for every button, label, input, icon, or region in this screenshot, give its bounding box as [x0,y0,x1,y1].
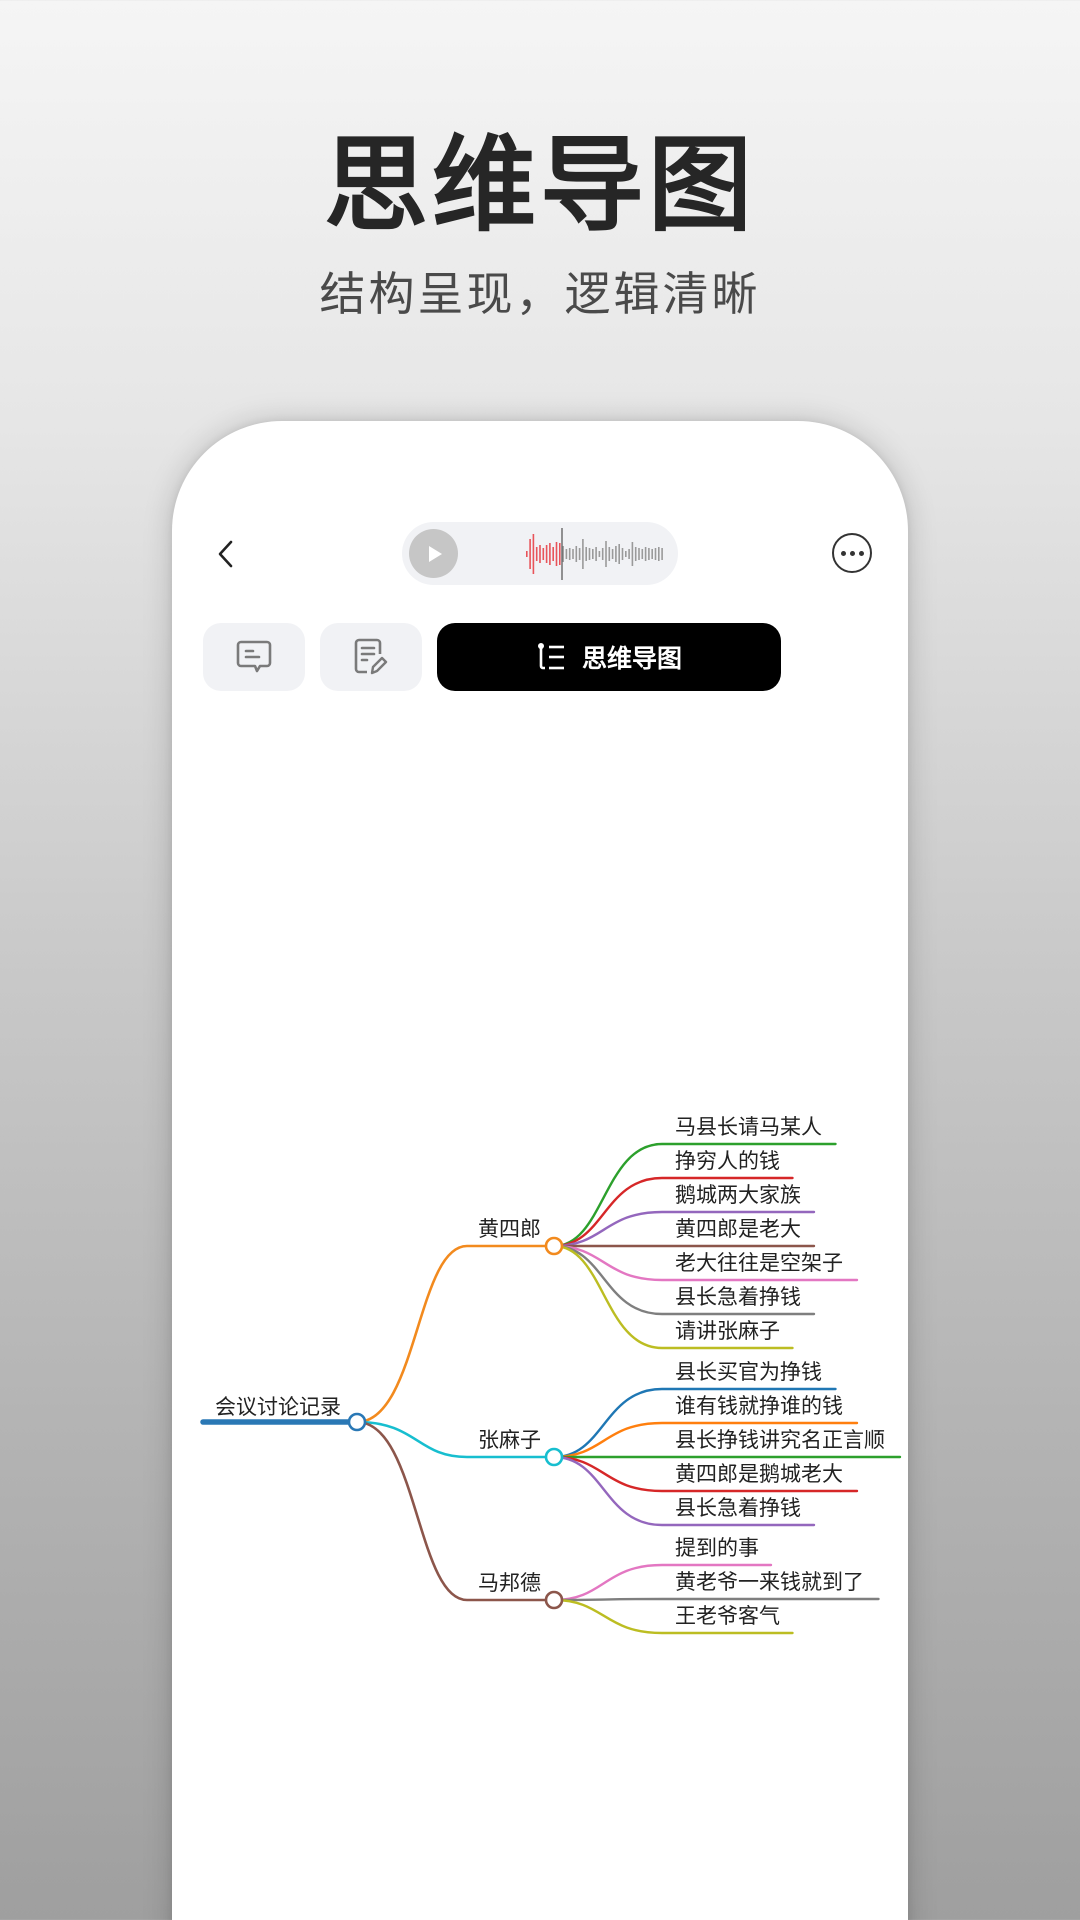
mindmap-leaf-node[interactable]: 请讲张麻子 [675,1319,780,1343]
mindmap-leaf-node[interactable]: 马县长请马某人 [675,1115,822,1139]
note-edit-icon [354,638,388,675]
more-dot [858,550,864,556]
mindmap-leaf-node[interactable]: 县长挣钱讲究名正言顺 [675,1428,885,1452]
mindmap-branch-node[interactable]: 张麻子 [478,1428,541,1452]
mindmap-node-toggle[interactable] [544,1447,564,1467]
mindmap-branch-node[interactable]: 马邦德 [478,1571,541,1595]
mindmap-leaf-node[interactable]: 县长急着挣钱 [675,1496,801,1520]
mindmap-leaf-node[interactable]: 王老爷客气 [675,1604,780,1628]
mindmap-leaf-node[interactable]: 挣穷人的钱 [675,1149,780,1173]
mindmap-list-icon [537,643,564,670]
mindmap-leaf-node[interactable]: 县长急着挣钱 [675,1285,801,1309]
mindmap-leaf-node[interactable]: 老大往往是空架子 [675,1251,843,1275]
more-dot [849,550,855,556]
mindmap-node-toggle[interactable] [544,1236,564,1256]
mindmap-leaf-node[interactable]: 鹅城两大家族 [675,1183,801,1207]
audio-waveform-scrubber[interactable] [520,528,665,580]
mindmap-leaf-node[interactable]: 谁有钱就挣谁的钱 [675,1394,843,1418]
play-icon [428,545,442,562]
hero-title: 思维导图 [323,123,756,246]
chevron-left-icon [218,540,233,568]
mindmap-leaf-node[interactable]: 黄四郎是老大 [675,1217,801,1241]
hero-subtitle: 结构呈现，逻辑清晰 [319,267,761,321]
mindmap-leaf-node[interactable]: 县长买官为挣钱 [675,1360,822,1384]
play-button[interactable] [409,529,458,578]
mindmap-leaf-node[interactable]: 提到的事 [675,1536,759,1560]
tab-transcript[interactable] [203,623,305,691]
mindmap-branch-node[interactable]: 黄四郎 [478,1217,541,1241]
more-button[interactable] [832,533,872,573]
chat-bubble-icon [236,640,272,673]
mindmap-node-toggle[interactable] [544,1590,564,1610]
tab-mindmap-label: 思维导图 [581,644,682,673]
more-horizontal-icon [840,550,846,556]
mindmap-leaf-node[interactable]: 黄四郎是鹅城老大 [675,1462,843,1486]
tab-notes[interactable] [320,623,422,691]
mindmap-node-toggle[interactable] [347,1412,367,1432]
back-button[interactable] [208,532,244,576]
mindmap-root-node[interactable]: 会议讨论记录 [215,1395,341,1419]
tab-mindmap[interactable]: 思维导图 [437,623,781,691]
mindmap-leaf-node[interactable]: 黄老爷一来钱就到了 [675,1570,864,1594]
